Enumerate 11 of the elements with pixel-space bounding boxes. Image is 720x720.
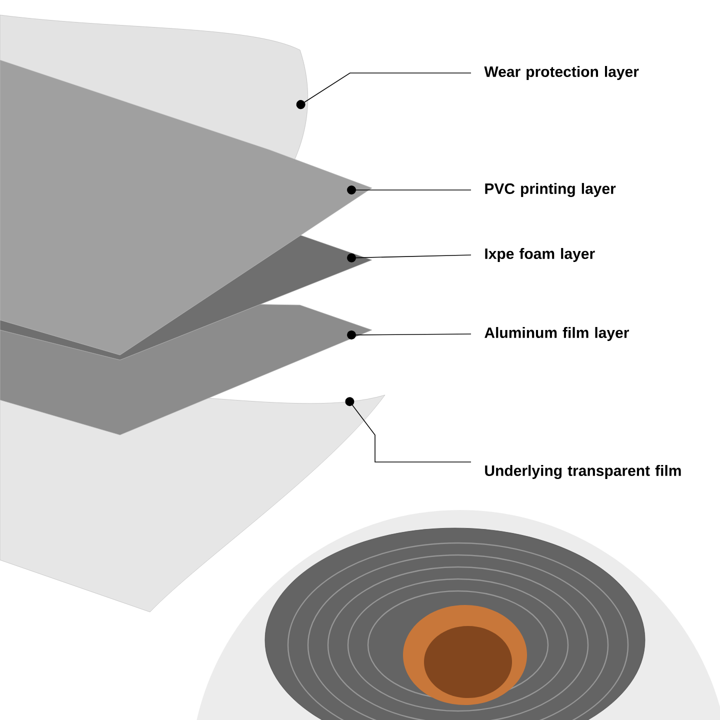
layer-label: Underlying transparent film: [485, 464, 681, 480]
layer-label: Ixpe foam layer: [485, 248, 595, 262]
leader-line: [347, 186, 472, 194]
layer-label: Wear protection layer: [484, 66, 639, 80]
leader-line: [345, 397, 472, 462]
layer-label: Aluminum film layer: [484, 327, 629, 341]
leader-line: [296, 72, 472, 110]
layer-label: PVC printing layer: [485, 182, 616, 198]
layer-sheet: [0, 60, 372, 356]
leader-line: [347, 253, 472, 262]
leader-line: [347, 330, 472, 340]
